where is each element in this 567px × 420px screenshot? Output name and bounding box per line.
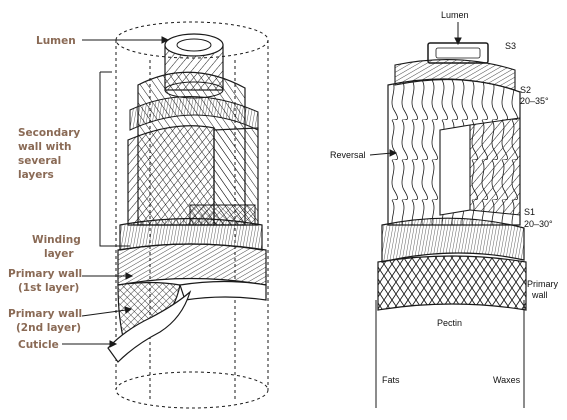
label-waxes: Waxes xyxy=(493,375,521,385)
label-fats: Fats xyxy=(382,375,400,385)
label-secondary-wall-line-2: wall with xyxy=(18,141,71,153)
left-labels: Lumen Secondary wall with several layers… xyxy=(8,35,82,351)
label-s1: S1 xyxy=(524,207,535,217)
primary-wall-first-layer xyxy=(117,243,267,286)
label-s2: S2 xyxy=(520,85,531,95)
label-secondary-wall-line-4: layers xyxy=(18,169,54,181)
label-winding-layer-line-2: layer xyxy=(44,248,74,260)
right-leader-lines xyxy=(369,22,462,157)
secondary-wall-layers xyxy=(127,71,259,226)
right-fibre-diagram: Lumen S3 S2 20–35° Reversal S1 20–30° Pr… xyxy=(330,10,558,408)
label-primary-wall-right-line-2: wall xyxy=(531,290,548,300)
label-lumen-left: Lumen xyxy=(36,35,76,47)
label-s1-angle: 20–30° xyxy=(524,219,553,229)
label-s3: S3 xyxy=(505,41,516,51)
right-primary-wall-band xyxy=(377,255,527,311)
label-winding-layer-line-1: Winding xyxy=(32,234,81,246)
cuticle-flap xyxy=(107,290,192,363)
left-fibre-diagram: Lumen Secondary wall with several layers… xyxy=(8,21,269,409)
label-reversal: Reversal xyxy=(330,150,366,160)
right-outer-outline xyxy=(375,300,525,408)
label-primary-wall-2-line-1: Primary wall xyxy=(8,308,82,320)
label-secondary-wall-line-1: Secondary xyxy=(18,127,80,139)
label-cuticle: Cuticle xyxy=(18,339,59,351)
left-leader-lines xyxy=(62,36,170,348)
s1-band xyxy=(381,217,525,263)
s3-s2-bands xyxy=(387,58,521,226)
label-primary-wall-1-line-2: (1st layer) xyxy=(18,282,79,294)
right-labels: Lumen S3 S2 20–35° Reversal S1 20–30° Pr… xyxy=(330,10,558,385)
label-secondary-wall-line-3: several xyxy=(18,155,61,167)
label-lumen-right: Lumen xyxy=(441,10,469,20)
label-primary-wall-right-line-1: Primary xyxy=(527,279,558,289)
label-s2-angle: 20–35° xyxy=(520,96,549,106)
label-pectin: Pectin xyxy=(437,318,462,328)
label-primary-wall-1-line-1: Primary wall xyxy=(8,268,82,280)
label-primary-wall-2-line-2: (2nd layer) xyxy=(16,322,81,334)
